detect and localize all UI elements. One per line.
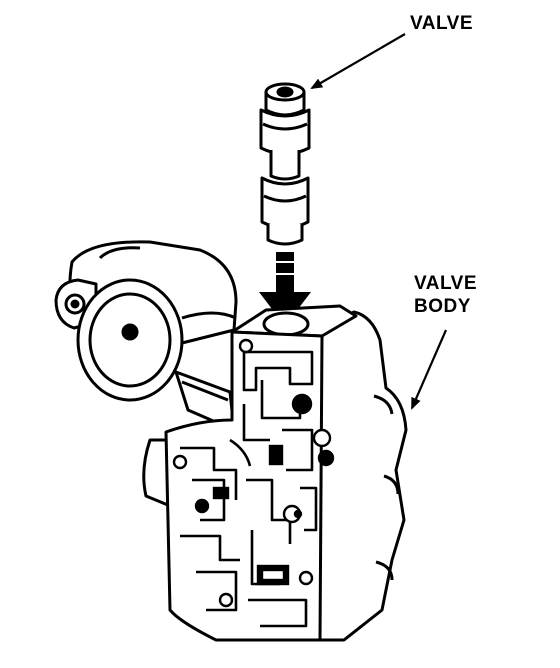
valve-label: VALVE: [410, 13, 474, 34]
valve-body: [142, 304, 408, 642]
valve-leader-arrow: [310, 33, 406, 90]
ports: [172, 338, 335, 608]
valve-body-label: VALVE BODY: [414, 272, 477, 318]
valve-spool: [259, 82, 311, 246]
valve-body-label-line2: BODY: [414, 296, 471, 317]
solenoid-assembly: [54, 240, 238, 432]
valve-body-label-line1: VALVE: [414, 273, 478, 294]
valve-body-leader-arrow: [410, 329, 448, 410]
